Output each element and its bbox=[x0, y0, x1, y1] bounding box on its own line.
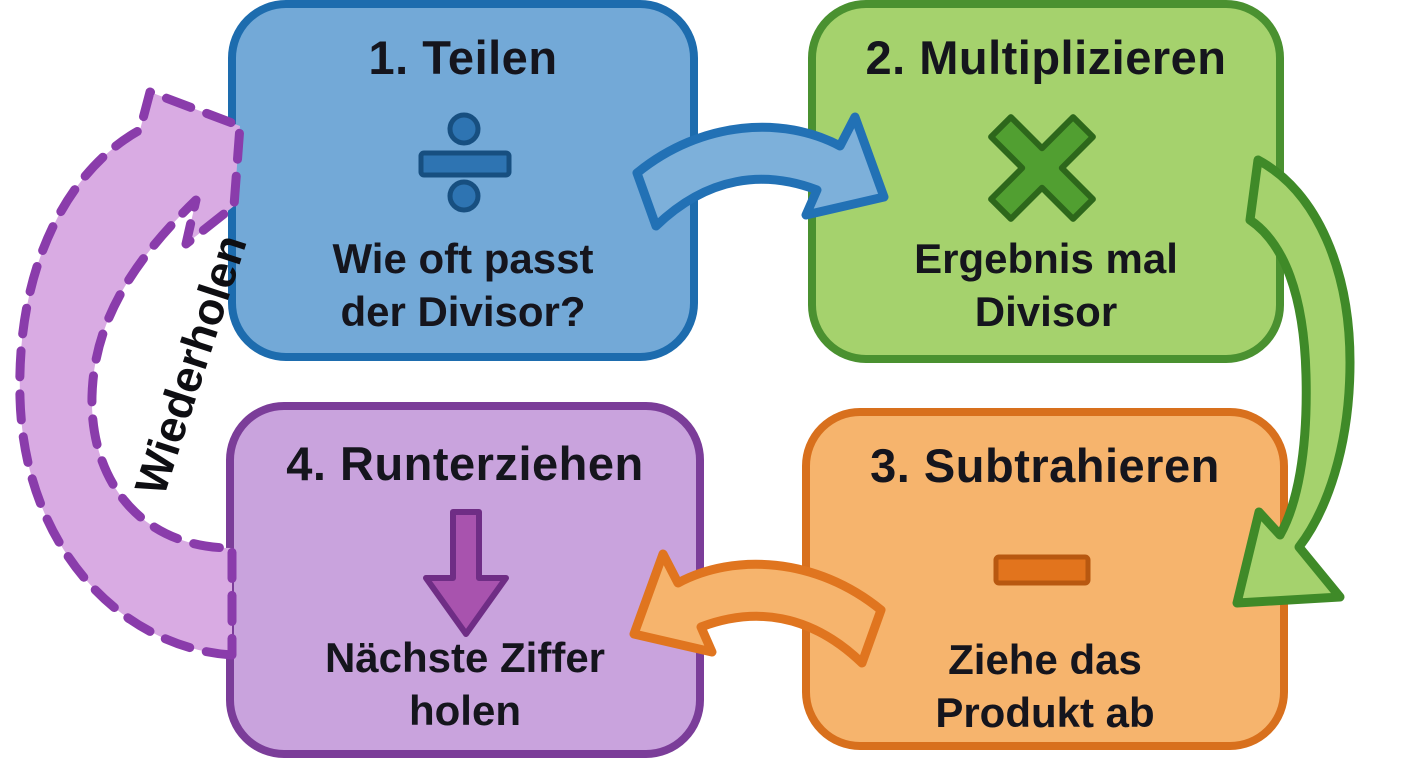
division-dot-bottom bbox=[447, 179, 481, 213]
arrow-step1-to-step2 bbox=[632, 112, 889, 231]
subtraction-icon bbox=[993, 554, 1091, 586]
arrow-step2-to-step3 bbox=[1232, 155, 1355, 608]
multiplication-icon bbox=[988, 114, 1096, 222]
repeat-arrow bbox=[15, 87, 245, 660]
division-bar bbox=[418, 150, 512, 178]
division-icon bbox=[418, 112, 512, 213]
division-dot-top bbox=[447, 112, 481, 146]
arrow-step3-to-step4 bbox=[629, 549, 886, 668]
down-arrow-icon bbox=[423, 509, 509, 637]
